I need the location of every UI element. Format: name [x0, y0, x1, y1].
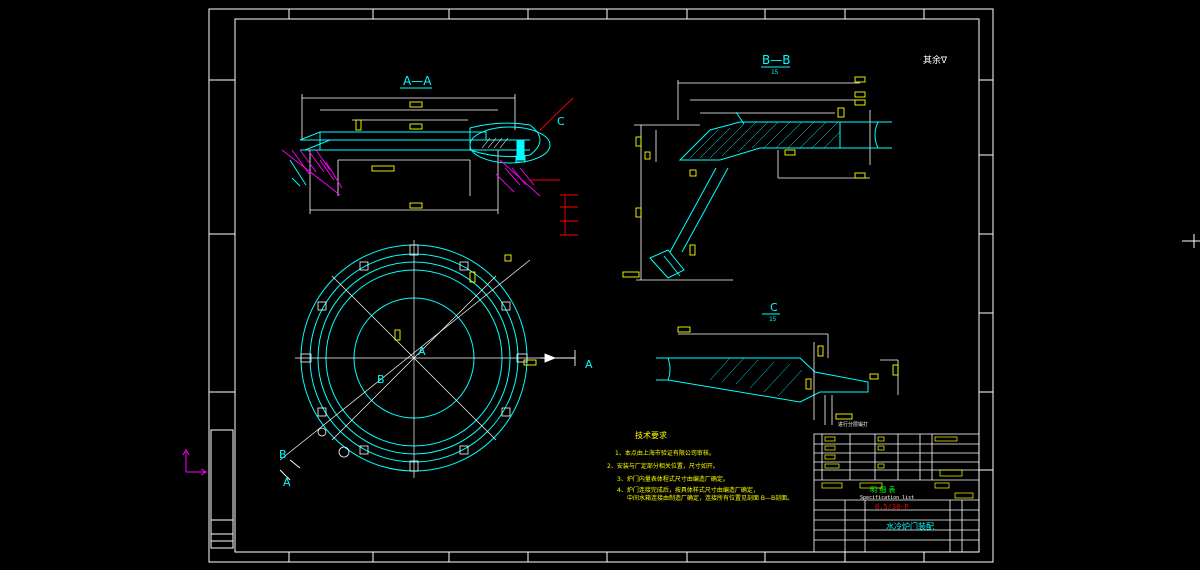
- section-c-scale: 15: [769, 316, 777, 323]
- section-c-title: C: [770, 301, 778, 314]
- tech-req-item: 3、炉门内量表体程式尺寸由编造厂确定。: [617, 475, 729, 483]
- surface-finish-note: 其余∇: [923, 54, 948, 66]
- tech-req-item: 2、安装与厂定部分相关位置，尺寸如开。: [607, 462, 719, 470]
- title-block-cells: [821, 436, 974, 499]
- b-cut-label-inner: B: [377, 373, 385, 386]
- title-block-code: 0.5/30-P: [875, 503, 909, 511]
- title-block-sheet-sub: Specification list: [860, 495, 914, 501]
- section-bb-title: B—B: [762, 53, 790, 67]
- ucs-icon: [182, 449, 207, 476]
- section-bb-view: B—B 15: [622, 53, 892, 281]
- b-cut-label-lower: B: [279, 448, 287, 461]
- section-c-detail: C 15: [656, 301, 899, 428]
- a-cut-label-lower: A: [283, 476, 291, 489]
- c-callout-label: C: [557, 115, 565, 128]
- tech-req-title: 技术要求: [635, 430, 667, 440]
- tech-req-item: 中间水箱连接由制造厂确定，连接所有位置见剖面 B—B剖面。: [627, 494, 793, 502]
- crosshair-cursor-icon: [1182, 234, 1200, 248]
- title-block: [813, 433, 980, 553]
- drawing-frame: [208, 8, 994, 563]
- center-label: A: [418, 345, 426, 358]
- section-bb-scale: 15: [771, 69, 779, 76]
- tech-req-item: 4、炉门连接完成后，按具体样式尺寸由编造厂确定，: [617, 486, 759, 494]
- title-block-sheet-name: 明 细 表: [870, 485, 895, 494]
- section-c-note: 进行分层锻打: [838, 421, 868, 428]
- section-aa-title: A—A: [403, 74, 432, 88]
- a-cut-label-right: A: [585, 358, 593, 371]
- section-aa-view: A—A: [281, 74, 578, 236]
- title-block-part-name: 水冷炉门装配: [886, 521, 934, 531]
- tech-req-item: 1、本点由上海市验证有限公司审核。: [615, 449, 715, 457]
- technical-requirements: 技术要求 1、本点由上海市验证有限公司审核。 2、安装与厂定部分相关位置，尺寸如…: [607, 430, 793, 502]
- plan-view: A A B B A: [279, 240, 593, 489]
